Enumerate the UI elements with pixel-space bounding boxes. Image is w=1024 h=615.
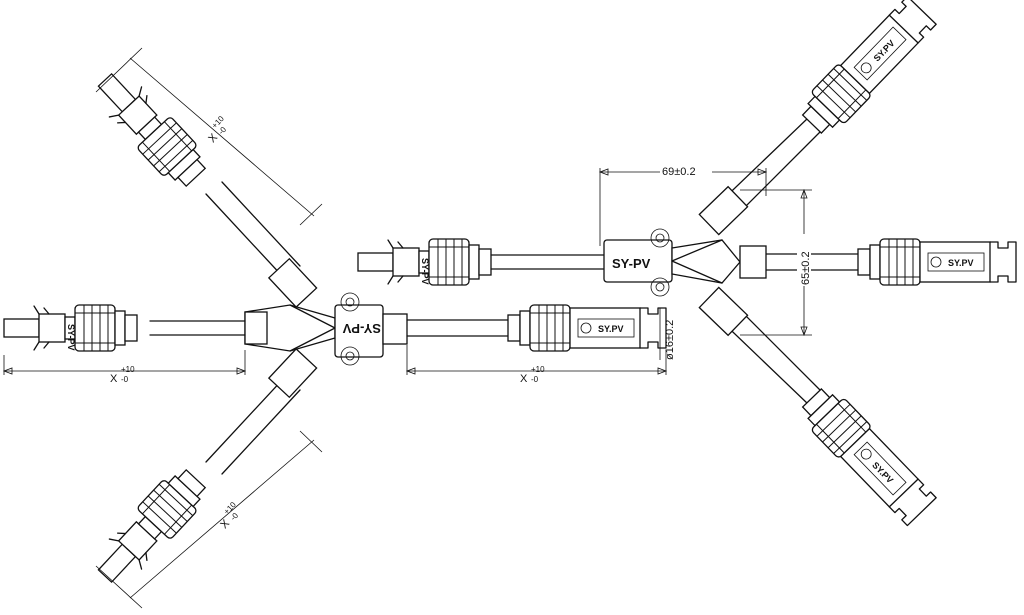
left-branch-assembly: SY-PV SY-PV SY (2, 47, 676, 609)
right-branch-assembly: SY-PV SY-PV SY.PV (357, 0, 1017, 529)
svg-text:SY-PV: SY-PV (420, 258, 430, 285)
dim-center-x: X (520, 373, 528, 385)
left-male-connector: SY-PV (3, 304, 138, 352)
left-horizontal-cable (149, 320, 246, 336)
svg-text:-0: -0 (217, 125, 229, 137)
lower-right-cable (698, 286, 823, 405)
dim-ll-x: X (218, 517, 232, 531)
lower-right-female-connector: SY.PV (794, 381, 939, 529)
lower-left-male-connector (87, 462, 214, 593)
dim-width: 69±0.2 (598, 163, 768, 246)
right-female-connector: SY.PV (857, 238, 1017, 286)
left-brand-label: SY-PV (342, 321, 381, 336)
dim-left-horizontal: X +10 -0 (2, 350, 247, 385)
svg-text:-0: -0 (121, 375, 129, 384)
dim-height: 65±0.2 (740, 188, 812, 337)
dim-ul-x: X (206, 131, 220, 145)
upper-right-cable (698, 117, 823, 236)
right-female-brand: SY.PV (948, 258, 974, 268)
dim-center-horizontal: X +10 -0 (405, 345, 668, 385)
left-branch-body: SY-PV (244, 292, 408, 366)
upper-right-female-connector: SY.PV (794, 0, 939, 141)
dim-width-label: 69±0.2 (662, 166, 696, 178)
right-branch-body: SY-PV (603, 228, 741, 297)
svg-text:-0: -0 (229, 511, 241, 523)
lower-left-cable (205, 347, 318, 475)
dim-diameter: ø16±0.2 (659, 308, 676, 360)
svg-text:SY-PV: SY-PV (66, 324, 76, 351)
upper-left-male-connector (87, 63, 214, 194)
center-female-brand: SY.PV (598, 324, 624, 334)
svg-text:+10: +10 (531, 365, 545, 374)
svg-text:-0: -0 (531, 375, 539, 384)
left-body-right-cable (406, 319, 511, 337)
right-left-male-connector: SY-PV (357, 238, 492, 286)
upper-left-cable (205, 181, 318, 309)
svg-text:+10: +10 (121, 365, 135, 374)
dim-upper-left-diagonal: X +10 -0 (95, 47, 323, 226)
dim-lower-left-diagonal: X +10 -0 (95, 430, 323, 609)
dim-left-x: X (110, 373, 118, 385)
right-left-cable (490, 254, 605, 270)
right-horizontal-cable (739, 245, 861, 279)
center-female-connector: SY.PV (507, 304, 667, 352)
dim-diameter-label: ø16±0.2 (664, 320, 676, 360)
dim-height-label: 65±0.2 (800, 251, 812, 285)
right-brand-label: SY-PV (612, 256, 651, 271)
